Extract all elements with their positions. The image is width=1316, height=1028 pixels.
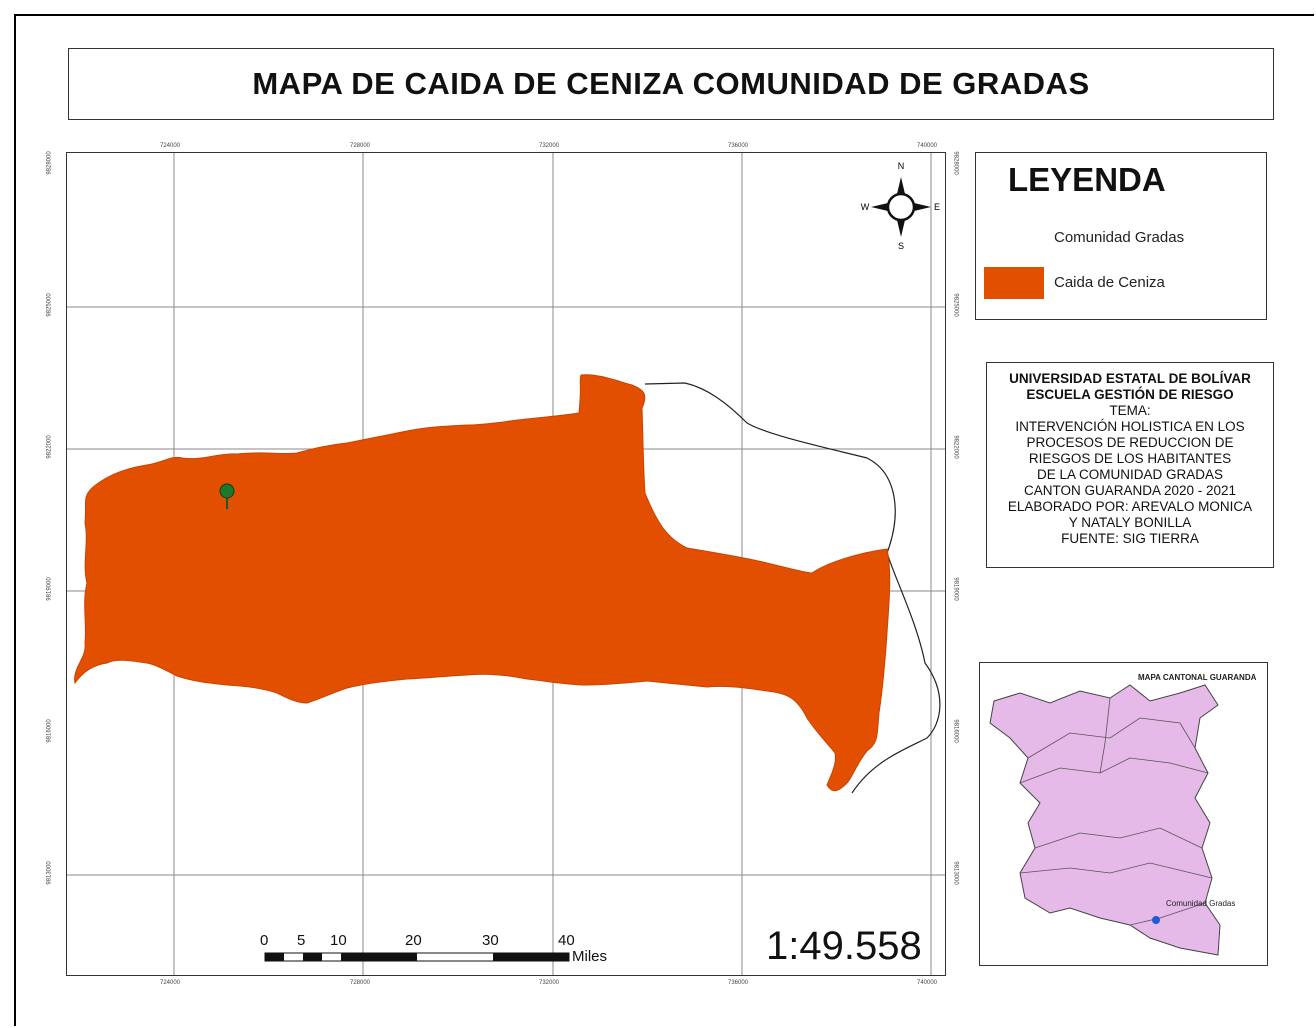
university-name: UNIVERSIDAD ESTATAL DE BOLÍVAR	[1009, 371, 1251, 386]
ash-fall-polygon[interactable]	[74, 374, 891, 792]
grid-y-label: 9822000	[46, 435, 53, 459]
info-line: INTERVENCIÓN HOLISTICA EN LOS	[1015, 419, 1245, 434]
info-line: CANTON GUARANDA 2020 - 2021	[1023, 483, 1237, 498]
map-canvas: N S E W	[67, 153, 945, 975]
grid-x-label: 740000	[917, 980, 938, 986]
grid-y-label: 9828000	[952, 151, 959, 175]
canton-guaranda-shape[interactable]	[989, 684, 1221, 956]
compass-n-label: N	[898, 161, 905, 171]
map-frame: N S E W	[66, 152, 946, 976]
grid-y-label: 9828000	[46, 151, 53, 175]
title-box: MAPA DE CAIDA DE CENIZA COMUNIDAD DE GRA…	[68, 48, 1274, 120]
inset-community-label: Comunidad Gradas	[1166, 899, 1236, 908]
grid-y-label: 9825000	[46, 293, 53, 317]
compass-e-label: E	[934, 202, 940, 212]
scale-tick-label: 10	[330, 932, 347, 949]
info-line: Y NATALY BONILLA	[1068, 515, 1192, 530]
grid-x-label: 736000	[728, 143, 749, 149]
inset-map	[989, 684, 1221, 956]
grid-y-label: 9816000	[46, 719, 53, 743]
north-arrow-icon: N S E W	[861, 161, 940, 251]
grid-y-label: 9819000	[952, 577, 959, 601]
scale-tick-label: 0	[260, 932, 269, 949]
inset-map-box: MAPA CANTONAL GUARANDA Comunidad Gradas	[979, 662, 1268, 966]
grid-y-label: 9816000	[952, 719, 959, 743]
grid-y-label: 9819000	[46, 577, 53, 601]
grid-x-label: 728000	[350, 980, 371, 986]
comunidad-gradas-pin[interactable]	[219, 483, 235, 509]
grid-x-label: 732000	[539, 143, 560, 149]
grid-x-label: 724000	[160, 143, 181, 149]
legend-item-comunidad: Comunidad Gradas	[1054, 229, 1185, 246]
info-line: FUENTE: SIG TIERRA	[1061, 531, 1199, 546]
legend-title: LEYENDA	[1008, 161, 1166, 198]
info-line: RIESGOS DE LOS HABITANTES	[1028, 451, 1232, 466]
compass-s-label: S	[898, 241, 904, 251]
grid-y-label: 9822000	[952, 435, 959, 459]
map-title: MAPA DE CAIDA DE CENIZA COMUNIDAD DE GRA…	[252, 66, 1090, 101]
grid-y-label: 9825000	[952, 293, 959, 317]
inset-title: MAPA CANTONAL GUARANDA	[1138, 673, 1257, 682]
school-name: ESCUELA GESTIÓN DE RIESGO	[1026, 387, 1234, 402]
legend-box: LEYENDA Comunidad Gradas Caida de Ceniza	[975, 152, 1267, 320]
scale-tick-label: 30	[482, 932, 499, 949]
info-line: ELABORADO POR: AREVALO MONICA	[1007, 499, 1253, 514]
parish-lines	[1019, 697, 1213, 926]
scale-bar	[264, 952, 570, 962]
legend-item-ceniza: Caida de Ceniza	[1054, 274, 1165, 291]
info-line: DE LA COMUNIDAD GRADAS	[1036, 467, 1224, 482]
scale-tick-label: 20	[405, 932, 422, 949]
compass-w-label: W	[861, 202, 870, 212]
legend-swatch-ceniza	[984, 267, 1044, 299]
grid-y-label: 9813000	[46, 861, 53, 885]
scale-ratio: 1:49.558	[766, 924, 922, 968]
comunidad-gradas-inset-dot[interactable]	[1152, 916, 1160, 924]
page-frame	[14, 14, 1314, 1026]
info-line: PROCESOS DE REDUCCION DE	[1026, 435, 1234, 450]
grid-x-label: 728000	[350, 143, 371, 149]
grid-x-label: 732000	[539, 980, 560, 986]
info-box: UNIVERSIDAD ESTATAL DE BOLÍVAR ESCUELA G…	[986, 362, 1274, 568]
grid-x-label: 736000	[728, 980, 749, 986]
grid-x-label: 724000	[160, 980, 181, 986]
grid-x-label: 740000	[917, 143, 938, 149]
scale-tick-label: 40	[558, 932, 575, 949]
scale-unit-label: Miles	[572, 948, 608, 965]
scale-tick-label: 5	[297, 932, 306, 949]
grid-y-label: 9813000	[952, 861, 959, 885]
info-line: TEMA:	[1109, 403, 1151, 418]
